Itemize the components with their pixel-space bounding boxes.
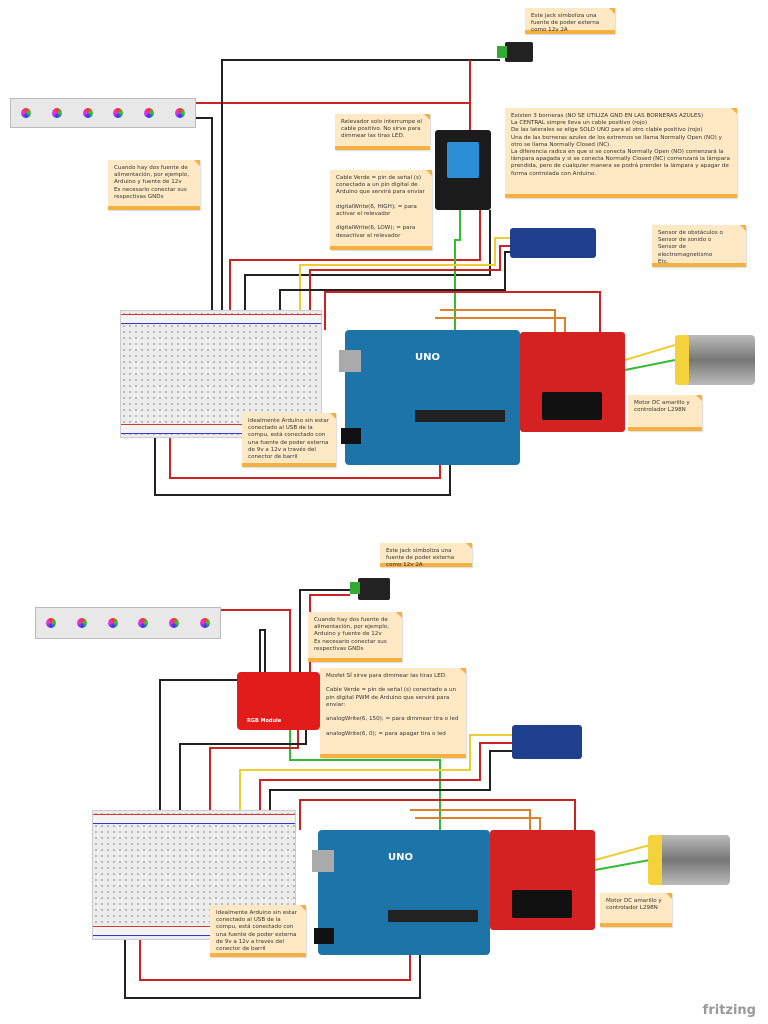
fritzing-watermark: fritzing [702,1003,756,1018]
note-motor: Motor DC amarillo y controlador L298N [600,893,672,927]
l298n-driver [490,830,595,930]
board-logo: UNO [415,352,440,363]
note-ideal: Idealmente Arduino sin estar conectado a… [210,905,306,957]
led-icon [138,618,149,628]
note-borneras: Existen 3 borneras (NO SE UTILIZA GND EN… [505,108,737,198]
dc-jack [350,578,390,600]
dc-jack [497,42,533,62]
led-strip [35,607,221,639]
led-icon [199,618,210,628]
note-gnd: Cuando hay dos fuente de alimentación, p… [308,612,402,662]
note-relay: Relevador solo interrumpe el cable posit… [335,114,430,150]
obstacle-sensor [512,725,582,759]
note-jack: Este jack simboliza una fuente de poder … [380,543,472,568]
note-sensor: Sensor de obstáculos o Sensor de sonido … [652,225,746,267]
mosfet-label: RGB Module [247,718,282,724]
board-logo: UNO [388,852,413,863]
led-icon [113,108,124,118]
note-gnd: Cuando hay dos fuente de alimentación, p… [108,160,200,210]
led-icon [143,108,154,118]
led-icon [21,108,32,118]
led-icon [51,108,62,118]
arduino-uno: UNO [312,830,490,955]
led-icon [168,618,179,628]
led-icon [46,618,57,628]
note-jack: Este jack simboliza una fuente de poder … [525,8,615,34]
relay-module [435,130,491,210]
led-icon [174,108,185,118]
breadboard [92,810,296,940]
mosfet-module: RGB Module [237,672,320,730]
led-strip [10,98,196,128]
led-icon [107,618,118,628]
l298n-driver [520,332,625,432]
arduino-uno: UNO [339,330,520,465]
led-icon [76,618,87,628]
note-ideal: Idealmente Arduino sin estar conectado a… [242,413,336,467]
note-cable: Cable Verde = pin de señal (s) conectado… [330,170,432,250]
wire-signal-green [454,210,461,330]
note-mosfet: Mosfet SÍ sirve para dimmear las tiras L… [320,668,466,758]
dc-motor [675,335,755,385]
note-motor: Motor DC amarillo y controlador L298N [628,395,702,431]
obstacle-sensor [510,228,596,258]
wire-jack-black [221,59,500,330]
led-icon [82,108,93,118]
dc-motor [648,835,730,885]
